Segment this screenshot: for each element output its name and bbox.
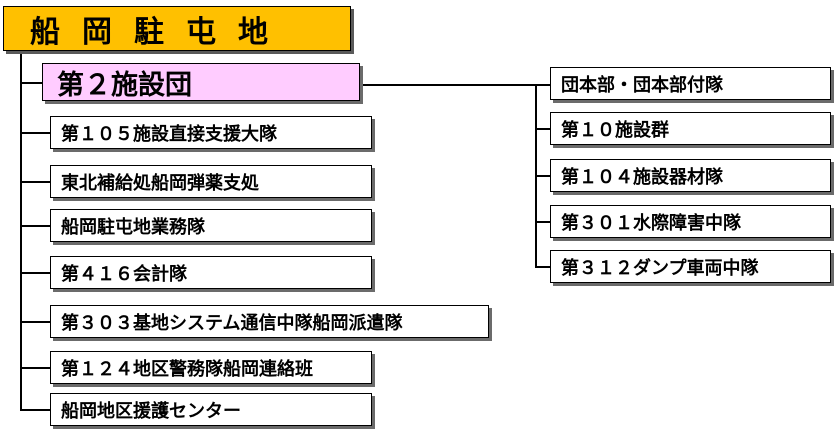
right-unit-label: 第１０４施設器材隊 [561, 166, 723, 188]
right-unit-node: 第３０１水際障害中隊 [550, 205, 831, 238]
branch-line [20, 367, 50, 369]
left-unit-node: 第１０５施設直接支援大隊 [50, 116, 372, 149]
left-unit-label: 第１２４地区警務隊船岡連絡班 [61, 358, 313, 380]
right-branch-line [535, 84, 550, 86]
left-unit-node: 東北補給処船岡弾薬支処 [50, 165, 372, 198]
left-unit-node: 第４１６会計隊 [50, 256, 372, 289]
main-unit-label: 第２施設団 [57, 69, 192, 101]
left-unit-label: 船岡駐屯地業務隊 [61, 216, 205, 238]
right-unit-label: 第３０１水際障害中隊 [561, 212, 741, 234]
root-node-label: 船岡駐屯地 [30, 14, 290, 50]
right-unit-node: 第１０４施設器材隊 [550, 159, 831, 192]
right-unit-node: 第１０施設群 [550, 112, 831, 145]
right-branch-line [535, 221, 550, 223]
main-unit-node: 第２施設団 [42, 63, 360, 101]
left-unit-label: 第４１６会計隊 [61, 263, 187, 285]
left-unit-node: 船岡駐屯地業務隊 [50, 209, 372, 242]
left-unit-label: 東北補給処船岡弾薬支処 [61, 172, 259, 194]
right-unit-node: 団本部・団本部付隊 [550, 67, 831, 100]
branch-line [20, 132, 50, 134]
branch-line [20, 409, 50, 411]
branch-line [20, 225, 50, 227]
right-unit-label: 団本部・団本部付隊 [561, 74, 723, 96]
right-unit-label: 第１０施設群 [561, 119, 669, 141]
left-unit-label: 第３０３基地システム通信中隊船岡派遣隊 [61, 312, 403, 334]
root-node: 船岡駐屯地 [3, 6, 351, 51]
branch-line [20, 181, 50, 183]
right-unit-node: 第３１２ダンプ車両中隊 [550, 250, 831, 283]
left-unit-label: 船岡地区援護センター [61, 400, 241, 422]
main-connector-line [20, 82, 42, 84]
right-unit-label: 第３１２ダンプ車両中隊 [561, 257, 759, 279]
branch-line [20, 272, 50, 274]
branch-line [20, 321, 50, 323]
left-unit-label: 第１０５施設直接支援大隊 [61, 123, 277, 145]
left-trunk-line [20, 51, 22, 409]
right-branch-line [535, 128, 550, 130]
left-unit-node: 第３０３基地システム通信中隊船岡派遣隊 [50, 305, 489, 338]
right-branch-line [535, 266, 550, 268]
left-unit-node: 船岡地区援護センター [50, 393, 372, 426]
left-unit-node: 第１２４地区警務隊船岡連絡班 [50, 351, 372, 384]
right-branch-line [535, 175, 550, 177]
main-to-right-line [360, 84, 537, 86]
